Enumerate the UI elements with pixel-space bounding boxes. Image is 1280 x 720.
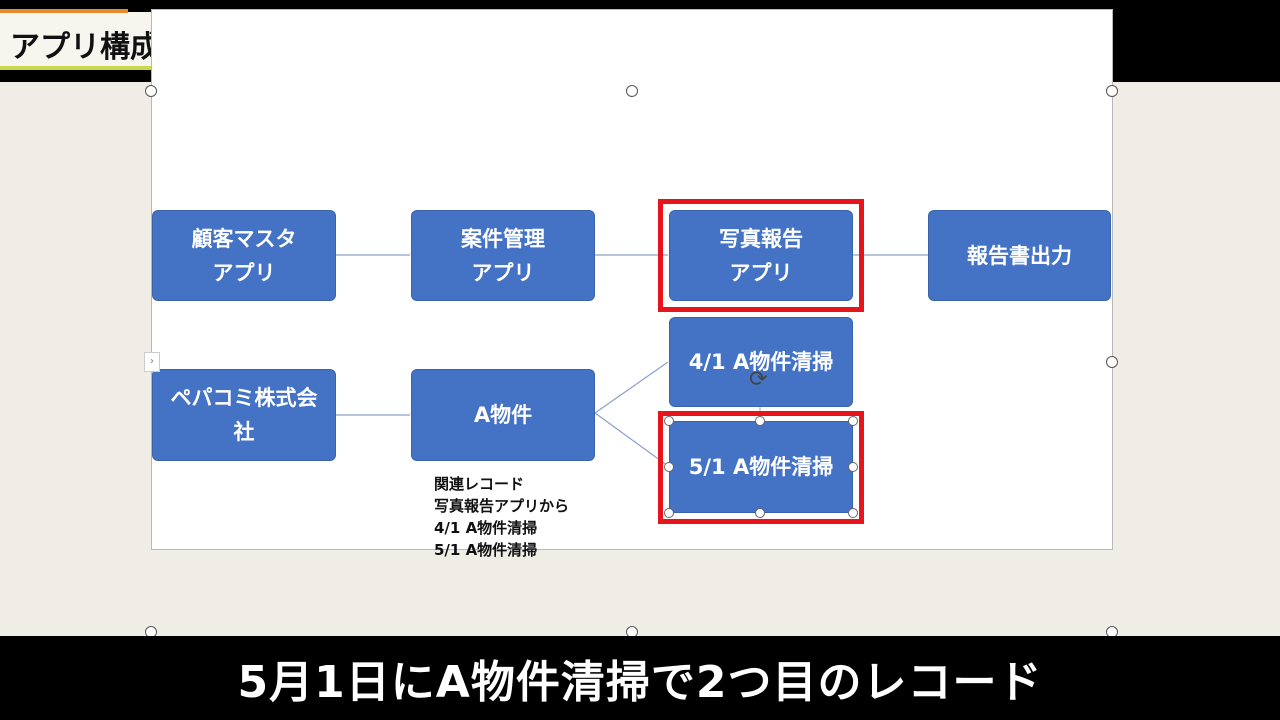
- node-project-management-line2: アプリ: [471, 260, 535, 285]
- highlight-photo-report: [658, 199, 864, 312]
- resize-handle-top-left[interactable]: [664, 416, 674, 426]
- resize-handle-top[interactable]: [755, 416, 765, 426]
- title-accent: [0, 9, 128, 13]
- slide-handle-right[interactable]: [1106, 356, 1118, 368]
- node-company-line2: 社: [233, 420, 255, 444]
- connector-property-0401: [594, 361, 669, 414]
- node-report-output[interactable]: 報告書出力: [928, 210, 1111, 301]
- rotate-icon[interactable]: ⟳: [749, 367, 768, 392]
- highlight-cleaning-0501: [658, 411, 864, 524]
- node-property-a-label: A物件: [473, 403, 533, 427]
- node-customer-master[interactable]: 顧客マスタ アプリ: [152, 210, 336, 301]
- resize-handle-top-right[interactable]: [848, 416, 858, 426]
- node-photo-report-line1: 写真報告: [719, 226, 803, 251]
- related-records-note: 関連レコード 写真報告アプリから 4/1 A物件清掃 5/1 A物件清掃: [434, 473, 569, 561]
- node-customer-master-line2: アプリ: [212, 260, 276, 285]
- node-cleaning-0401[interactable]: 4/1 A物件清掃: [669, 317, 853, 407]
- node-photo-report[interactable]: 写真報告 アプリ: [669, 210, 853, 301]
- node-project-management[interactable]: 案件管理 アプリ: [411, 210, 595, 301]
- node-report-output-label: 報告書出力: [967, 243, 1072, 268]
- node-cleaning-0501-label: 5/1 A物件清掃: [688, 455, 834, 479]
- node-customer-master-line1: 顧客マスタ: [191, 226, 297, 251]
- node-photo-report-line2: アプリ: [729, 260, 793, 285]
- related-note-line2: 写真報告アプリから: [434, 497, 570, 515]
- expand-arrow-icon[interactable]: ›: [144, 352, 160, 372]
- related-note-line4: 5/1 A物件清掃: [434, 541, 538, 559]
- resize-handle-bottom-left[interactable]: [664, 508, 674, 518]
- node-company-line1: ペパコミ株式会: [170, 386, 318, 410]
- resize-handle-bottom-right[interactable]: [848, 508, 858, 518]
- node-cleaning-0401-label: 4/1 A物件清掃: [688, 350, 834, 374]
- connector-property-0501: [594, 412, 669, 467]
- caption-text: 5月1日にA物件清掃で2つ目のレコード: [237, 657, 1043, 708]
- caption-bar: 5月1日にA物件清掃で2つ目のレコード: [0, 636, 1280, 720]
- related-note-line1: 関連レコード: [434, 475, 525, 493]
- node-company[interactable]: ペパコミ株式会 社: [152, 369, 336, 461]
- resize-handle-left[interactable]: [664, 462, 674, 472]
- slide-handle-top[interactable]: [626, 85, 638, 97]
- related-note-line3: 4/1 A物件清掃: [434, 519, 538, 537]
- resize-handle-bottom[interactable]: [755, 508, 765, 518]
- node-project-management-line1: 案件管理: [461, 226, 545, 251]
- resize-handle-right[interactable]: [848, 462, 858, 472]
- slide-handle-top-left[interactable]: [145, 85, 157, 97]
- slide-handle-top-right[interactable]: [1106, 85, 1118, 97]
- node-cleaning-0501[interactable]: 5/1 A物件清掃: [669, 421, 853, 513]
- node-property-a[interactable]: A物件: [411, 369, 595, 461]
